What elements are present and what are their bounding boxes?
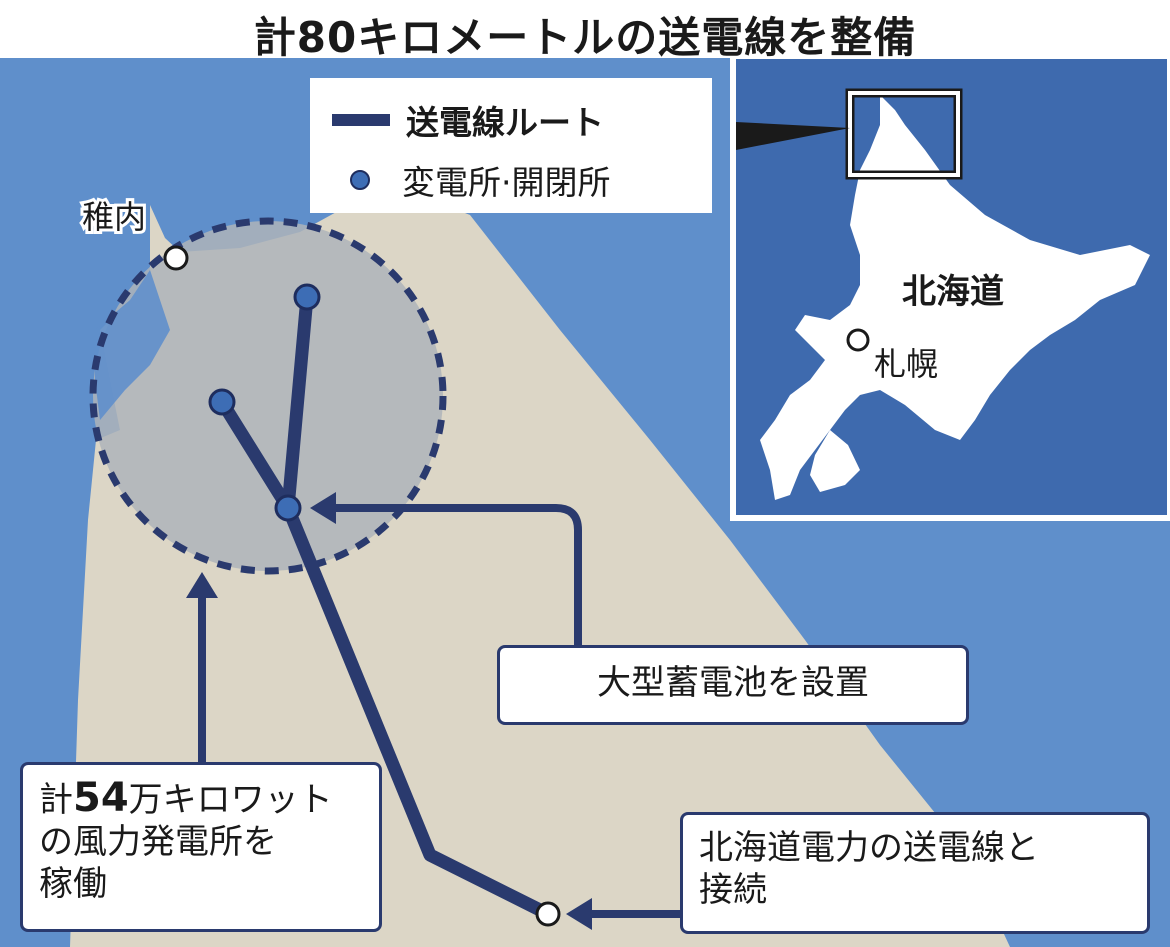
- callout-wind-rest: 万キロワット: [128, 780, 333, 820]
- transmission-route: [215, 290, 555, 921]
- station-marker: [274, 494, 302, 522]
- callout-wind-line3: 稼働: [39, 864, 107, 904]
- arrow-wind-head: [186, 572, 218, 598]
- callout-grid-line1: 北海道電力の送電線と: [699, 828, 1039, 868]
- legend-route-label: 送電線ルート: [406, 103, 604, 142]
- grid-connection-marker: [535, 901, 561, 927]
- bay-area: [95, 270, 170, 420]
- station-dot-icon: [350, 170, 370, 190]
- callout-battery-text: 大型蓄電池を設置: [597, 663, 869, 703]
- sapporo-marker: [846, 328, 870, 352]
- callout-wind: 計54万キロワット の風力発電所を 稼働: [20, 762, 382, 932]
- arrow-grid-head: [566, 898, 592, 930]
- arrow-battery-head: [310, 492, 336, 524]
- inset-pointer: [736, 122, 850, 150]
- callout-wind-number: 54: [73, 775, 129, 821]
- arrow-battery: [330, 504, 582, 645]
- callout-wind-prefix: 計: [39, 780, 73, 820]
- hokkaido-shape: [760, 95, 1150, 500]
- peninsula-shape: [810, 430, 860, 492]
- legend: 送電線ルート 変電所·開閉所: [310, 78, 712, 213]
- wakkanai-marker: [163, 245, 189, 271]
- station-marker: [293, 283, 321, 311]
- callout-battery: 大型蓄電池を設置: [497, 645, 969, 725]
- route-main: [215, 395, 555, 921]
- station-marker: [208, 388, 236, 416]
- callout-grid: 北海道電力の送電線と 接続: [680, 812, 1150, 934]
- zone-boundary: [89, 217, 447, 575]
- legend-station-row: 変電所·開閉所: [310, 156, 611, 204]
- callout-wind-line1: 計54万キロワット: [39, 777, 363, 821]
- callout-wind-line2: の風力発電所を: [39, 822, 277, 862]
- wakkanai-label: 稚内: [82, 198, 146, 236]
- route-line-icon: [332, 114, 390, 126]
- highlight-zone: [93, 221, 443, 571]
- legend-route-row: 送電線ルート: [310, 96, 604, 144]
- page-title: 計80キロメートルの送電線を整備: [253, 13, 917, 62]
- title-bar: [0, 0, 1170, 58]
- inset-highlight-box: [848, 91, 960, 177]
- sapporo-label: 札幌: [874, 345, 938, 383]
- hokkaido-label: 北海道: [902, 272, 1004, 312]
- legend-station-label: 変電所·開閉所: [402, 163, 611, 202]
- route-north: [281, 290, 314, 515]
- callout-grid-line2: 接続: [699, 870, 767, 910]
